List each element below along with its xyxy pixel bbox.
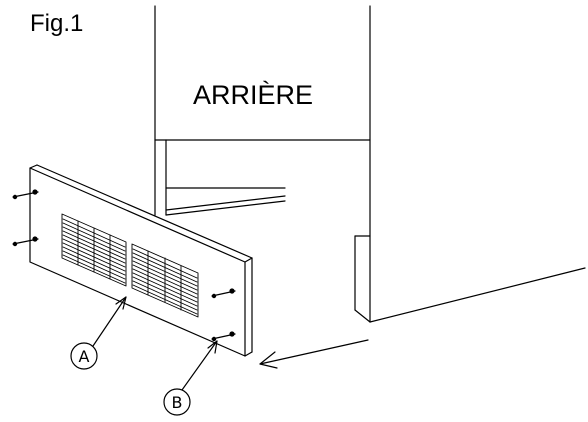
direction-arrow bbox=[259, 339, 369, 369]
callout-b-letter: B bbox=[172, 393, 183, 412]
appliance-cabinet bbox=[154, 5, 586, 323]
figure-label: Fig.1 bbox=[30, 10, 84, 37]
ventilation-grille bbox=[61, 213, 199, 318]
callout-a-letter: A bbox=[79, 347, 90, 366]
kick-panel bbox=[29, 164, 253, 357]
rear-side-label: ARRIÈRE bbox=[193, 80, 314, 110]
callout-a bbox=[70, 296, 127, 370]
callout-b bbox=[163, 340, 218, 416]
screws bbox=[12, 189, 236, 342]
